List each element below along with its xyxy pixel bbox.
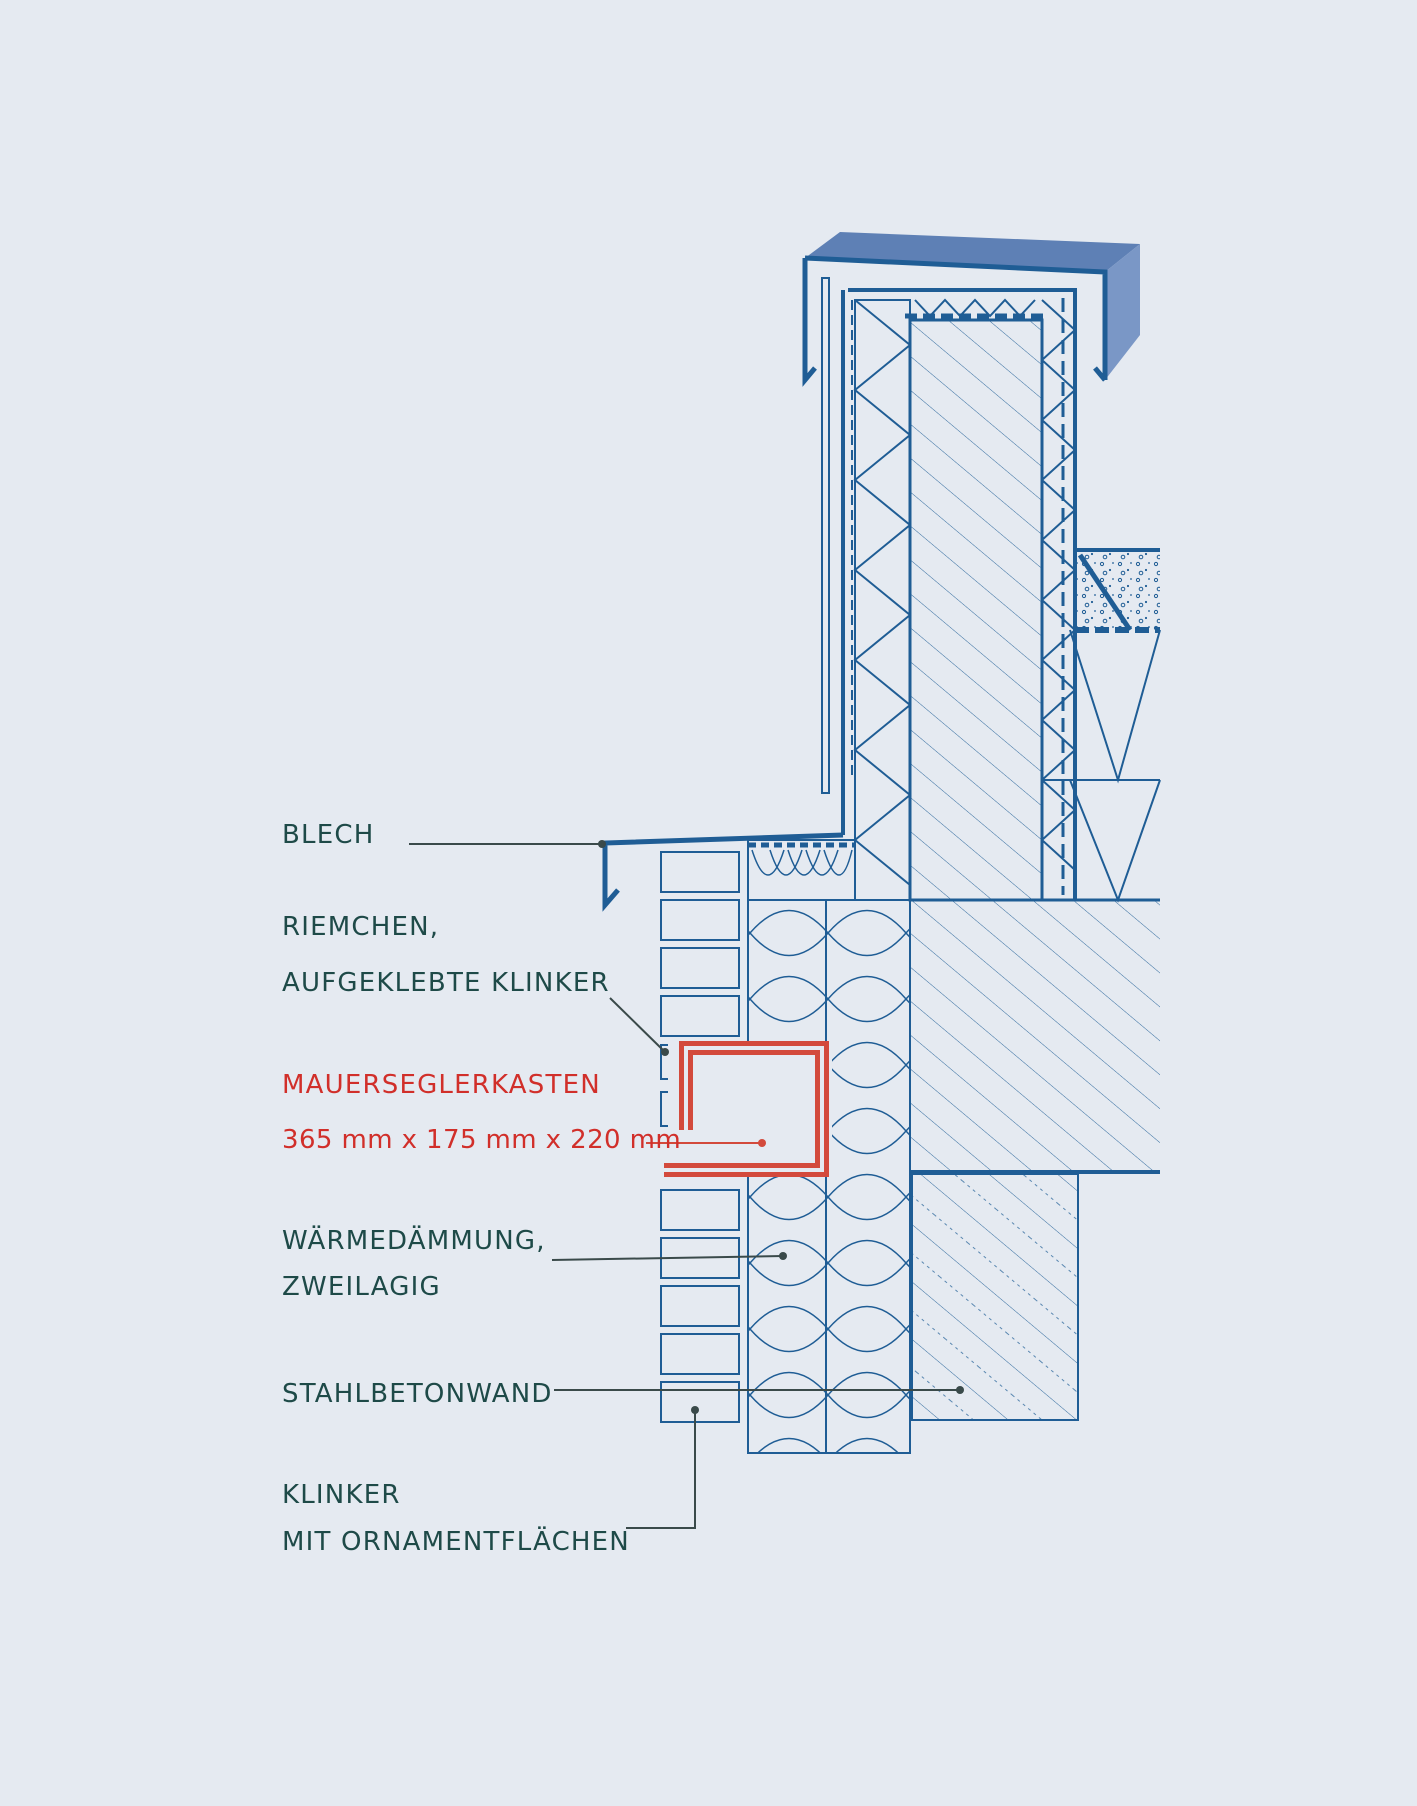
label-mauerseglerkasten: MAUERSEGLERKASTEN xyxy=(282,1070,601,1100)
upper-facade-cladding xyxy=(821,277,853,835)
concrete-slab xyxy=(910,898,1160,1174)
upper-concrete-wall xyxy=(908,318,1044,902)
blech-flashing xyxy=(602,832,844,912)
label-riemchen-line1: RIEMCHEN, xyxy=(282,912,440,942)
label-mauerseglerkasten-dimensions: 365 mm x 175 mm x 220 mm xyxy=(282,1125,682,1155)
label-klinker-line2: MIT ORNAMENTFLÄCHEN xyxy=(282,1527,630,1557)
leader-lines xyxy=(409,840,964,1529)
leader-klinker xyxy=(626,1410,696,1529)
coping-cap xyxy=(802,232,1140,387)
label-daemmung-line2: ZWEILAGIG xyxy=(282,1272,441,1302)
lower-concrete-wall xyxy=(911,1173,1079,1421)
leader-riemchen xyxy=(609,997,666,1053)
label-daemmung-line1: WÄRMEDÄMMUNG, xyxy=(282,1226,546,1256)
label-stahlbetonwand: STAHLBETONWAND xyxy=(282,1379,553,1409)
label-riemchen-line2: AUFGEKLEBTE KLINKER xyxy=(282,968,610,998)
sill-insulation xyxy=(747,839,856,901)
mauerseglerkasten-box xyxy=(664,1041,832,1177)
label-blech: BLECH xyxy=(282,820,375,850)
label-klinker-line1: KLINKER xyxy=(282,1480,401,1510)
roof-insulation xyxy=(1042,548,1161,903)
leader-daemmung xyxy=(551,1255,784,1261)
